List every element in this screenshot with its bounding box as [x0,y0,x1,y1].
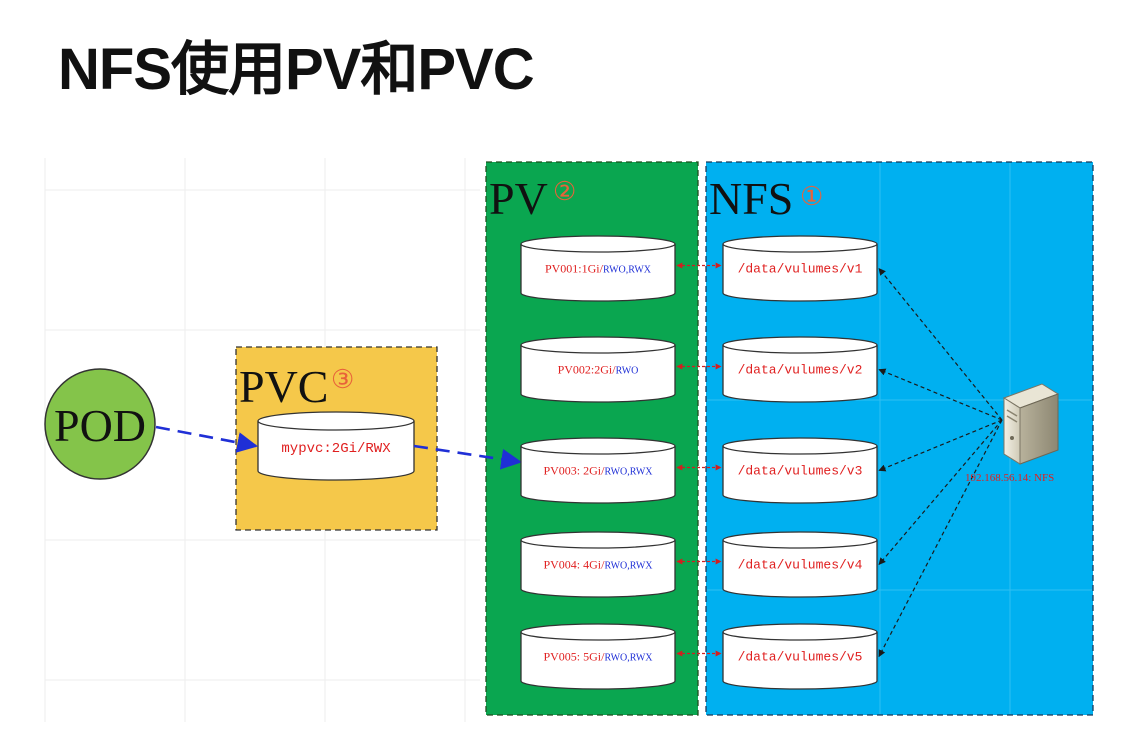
nfs-disk-4: /data/vulumes/v4 [722,531,878,598]
nfs-disk-1: /data/vulumes/v1 [722,235,878,302]
pv-access-modes: RWO,RWX [604,467,653,478]
pv-panel-label: PV [489,173,548,224]
pv-access-modes: RWO,RWX [604,653,653,664]
pv-access-modes: RWO,RWX [603,265,652,276]
page-title: NFS使用PV和PVC [58,37,535,102]
pvc-panel-label: PVC [239,361,328,412]
server-icon [1002,383,1060,465]
server-to-nfs-link-3 [878,419,1003,472]
pv-disk-2: PV002:2Gi/RWO [520,336,676,403]
pvc-to-pv-arrow [413,444,523,470]
pv-disk-label: PV001:1Gi/RWO,RWX [545,262,652,276]
pv-name-size: PV003: 2Gi/ [543,464,605,478]
nfs-disk-label: /data/vulumes/v2 [738,363,863,378]
pv-disk-4: PV004: 4Gi/RWO,RWX [520,531,676,598]
pv-disk-label: PV005: 5Gi/RWO,RWX [543,650,653,664]
nfs-disk-3: /data/vulumes/v3 [722,437,878,504]
pv-access-modes: RWO [616,366,639,377]
pv-disk-1: PV001:1Gi/RWO,RWX [520,235,676,302]
pv-disk-label: PV003: 2Gi/RWO,RWX [543,464,653,478]
server-to-nfs-link-5 [878,419,1003,658]
pod-node: POD [44,368,156,480]
nfs-panel-label: NFS [709,173,793,224]
pv-disk-5: PV005: 5Gi/RWO,RWX [520,623,676,690]
pvc-step-number: ③ [331,365,354,394]
nfs-step-number: ① [800,182,823,211]
pod-to-pvc-arrow [155,425,259,453]
pv-disk-label: PV004: 4Gi/RWO,RWX [543,558,653,572]
pv-disk-3: PV003: 2Gi/RWO,RWX [520,437,676,504]
server-to-nfs-link-1 [878,267,1003,421]
nfs-disk-5: /data/vulumes/v5 [722,623,878,690]
pv-step-number: ② [553,177,576,206]
pv-name-size: PV005: 5Gi/ [543,650,605,664]
pvc-disk-label: mypvc:2Gi/RWX [281,441,391,457]
nfs-disk-label: /data/vulumes/v4 [738,558,863,573]
server-to-nfs-link-4 [878,419,1003,566]
server-to-nfs-link-2 [878,368,1003,421]
nfs-server: 192.168.56.14: NFS [965,383,1060,484]
pv-name-size: PV004: 4Gi/ [543,558,605,572]
disk-rows: /data/vulumes/v1/data/vulumes/v2/data/vu… [520,235,1003,690]
pvc-disk: mypvc:2Gi/RWX [257,411,415,481]
nfs-disk-label: /data/vulumes/v1 [738,262,863,277]
pv-name-size: PV002:2Gi/ [558,363,617,377]
pv-access-modes: RWO,RWX [604,561,653,572]
pv-name-size: PV001:1Gi/ [545,262,604,276]
nfs-disk-label: /data/vulumes/v3 [738,464,863,479]
server-address-label: 192.168.56.14: NFS [965,472,1054,484]
pv-disk-label: PV002:2Gi/RWO [558,363,639,377]
nfs-disk-label: /data/vulumes/v5 [738,650,863,665]
pod-label: POD [54,400,146,451]
nfs-disk-2: /data/vulumes/v2 [722,336,878,403]
